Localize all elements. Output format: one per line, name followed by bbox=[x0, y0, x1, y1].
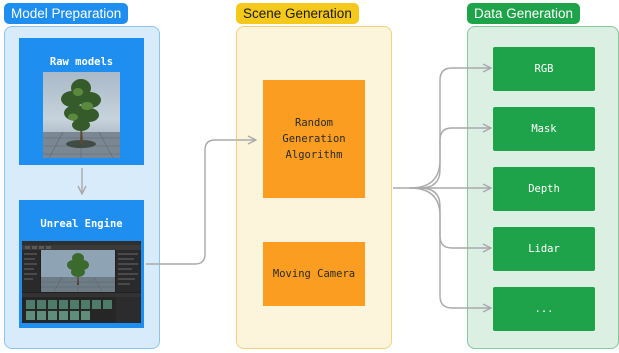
scene-generation-tag: Scene Generation bbox=[236, 3, 359, 24]
lidar-output-node: Lidar bbox=[493, 227, 595, 271]
arrow-unreal-to-scene bbox=[146, 140, 256, 265]
data-generation-tag: Data Generation bbox=[467, 3, 581, 24]
moving-camera-node: Moving Camera bbox=[263, 242, 365, 306]
raw-models-node: Raw models bbox=[19, 38, 144, 165]
arrow-to-lidar bbox=[419, 187, 491, 248]
raw-models-label: Raw models bbox=[49, 56, 114, 68]
arrow-to-more bbox=[409, 187, 491, 308]
depth-output-node: Depth bbox=[493, 167, 595, 211]
more-outputs-node: ... bbox=[493, 287, 595, 331]
random-generation-algorithm-node: Random Generation Algorithm bbox=[263, 80, 365, 198]
model-preparation-tag: Model Preparation bbox=[4, 3, 129, 24]
unreal-editor-screenshot bbox=[22, 241, 141, 323]
arrow-to-rgb bbox=[409, 68, 491, 189]
unreal-engine-label: Unreal Engine bbox=[40, 218, 123, 230]
arrow-to-mask bbox=[419, 128, 491, 189]
unreal-engine-node: Unreal Engine bbox=[19, 200, 144, 328]
rgb-output-node: RGB bbox=[493, 47, 595, 91]
mask-output-node: Mask bbox=[493, 107, 595, 151]
tree-model-thumbnail bbox=[43, 72, 120, 158]
